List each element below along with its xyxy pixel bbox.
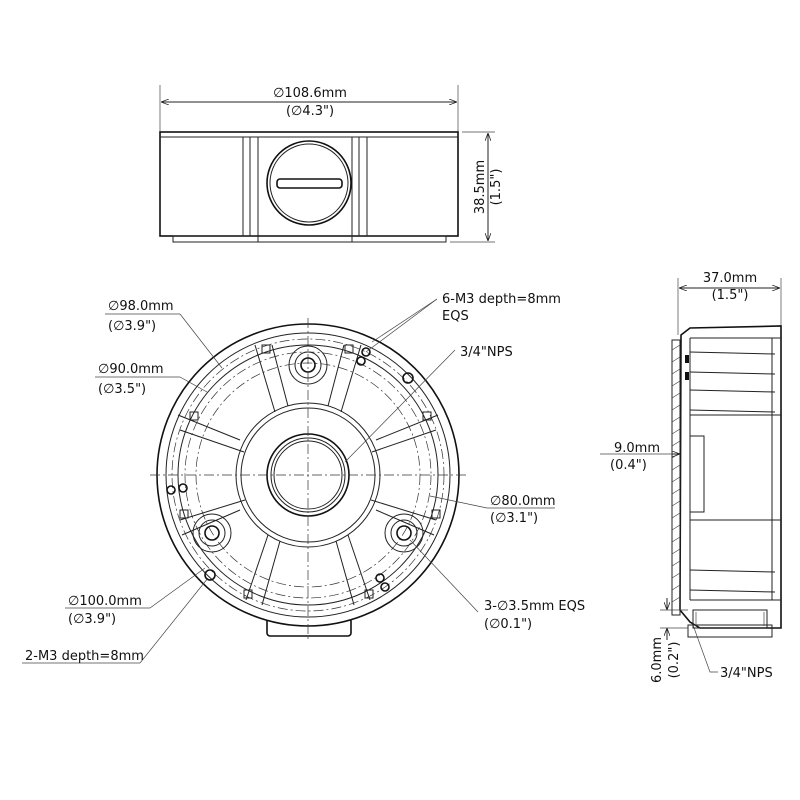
d80-in-label: (∅3.1")	[490, 511, 538, 526]
wall-hatching	[671, 344, 681, 603]
side-body	[679, 325, 782, 629]
d98-callout: ∅98.0mm (∅3.9")	[105, 299, 223, 369]
mount-boss-right	[384, 513, 424, 553]
d100-mm-label: ∅100.0mm	[68, 594, 142, 609]
d80-mm-label: ∅80.0mm	[490, 494, 556, 509]
seal-detail	[685, 355, 689, 363]
m3-holes-callout: 6-M3 depth=8mm EQS	[365, 292, 561, 353]
m3-holes	[166, 347, 414, 592]
rim-tabs	[179, 344, 441, 599]
depth-in-label: (1.5")	[712, 288, 749, 303]
front-view: ∅108.6mm (∅4.3") 38.5mm (1.5")	[159, 85, 504, 243]
height-in-label: (1.5")	[489, 169, 504, 206]
d90-in-label: (∅3.5")	[98, 382, 146, 397]
width-mm-label: ∅108.6mm	[273, 86, 347, 101]
depth-mm-label: 37.0mm	[703, 271, 757, 286]
body-ribs	[242, 137, 368, 242]
d80-callout: ∅80.0mm (∅3.1")	[429, 494, 556, 526]
height-mm-label: 38.5mm	[473, 160, 488, 214]
m3-holes-label: 6-M3 depth=8mm	[442, 292, 561, 307]
d90-callout: ∅90.0mm (∅3.5")	[95, 362, 208, 397]
side-nps-callout: 3/4"NPS	[692, 624, 773, 681]
nps-label: 3/4"NPS	[460, 345, 513, 360]
nps-callout: 3/4"NPS	[344, 345, 513, 463]
knob-slot	[276, 178, 343, 189]
holes-35-callout: 3-∅3.5mm EQS (∅0.1")	[409, 539, 585, 632]
mount-boss-left	[192, 513, 232, 553]
m3-two-callout: 2-M3 depth=8mm	[22, 577, 209, 664]
wall-in-label: (0.4")	[610, 458, 647, 473]
d100-in-label: (∅3.9")	[68, 612, 116, 627]
width-in-label: (∅4.3")	[286, 104, 334, 119]
m3-two-label: 2-M3 depth=8mm	[25, 649, 144, 664]
wall-mm-label: 9.0mm	[614, 441, 660, 456]
wall-callout: 9.0mm (0.4")	[600, 441, 680, 473]
thread-stub	[687, 609, 773, 638]
cap-knob	[266, 140, 352, 226]
seal-detail	[685, 372, 689, 380]
d100-callout: ∅100.0mm (∅3.9")	[65, 567, 206, 627]
thread-in-label: (0.2")	[667, 642, 682, 679]
side-view: 37.0mm (1.5")	[600, 271, 782, 683]
holes-35-in-label: (∅0.1")	[484, 617, 532, 632]
thread-mm-label: 6.0mm	[650, 637, 665, 683]
bottom-view: ∅98.0mm (∅3.9") ∅90.0mm (∅3.5") 6-M3 dep…	[22, 292, 585, 664]
side-nps-label: 3/4"NPS	[720, 666, 773, 681]
box-body	[159, 131, 459, 237]
thread-dimension: 6.0mm (0.2")	[650, 598, 688, 683]
d98-mm-label: ∅98.0mm	[108, 299, 174, 314]
hatched-wall	[671, 339, 681, 616]
m3-eqs-label: EQS	[442, 309, 469, 324]
box-base	[172, 235, 447, 243]
holes-35-label: 3-∅3.5mm EQS	[484, 599, 585, 614]
side-internal-structure	[689, 337, 781, 601]
spokes	[177, 344, 439, 606]
d90-mm-label: ∅90.0mm	[98, 362, 164, 377]
d98-in-label: (∅3.9")	[108, 319, 156, 334]
